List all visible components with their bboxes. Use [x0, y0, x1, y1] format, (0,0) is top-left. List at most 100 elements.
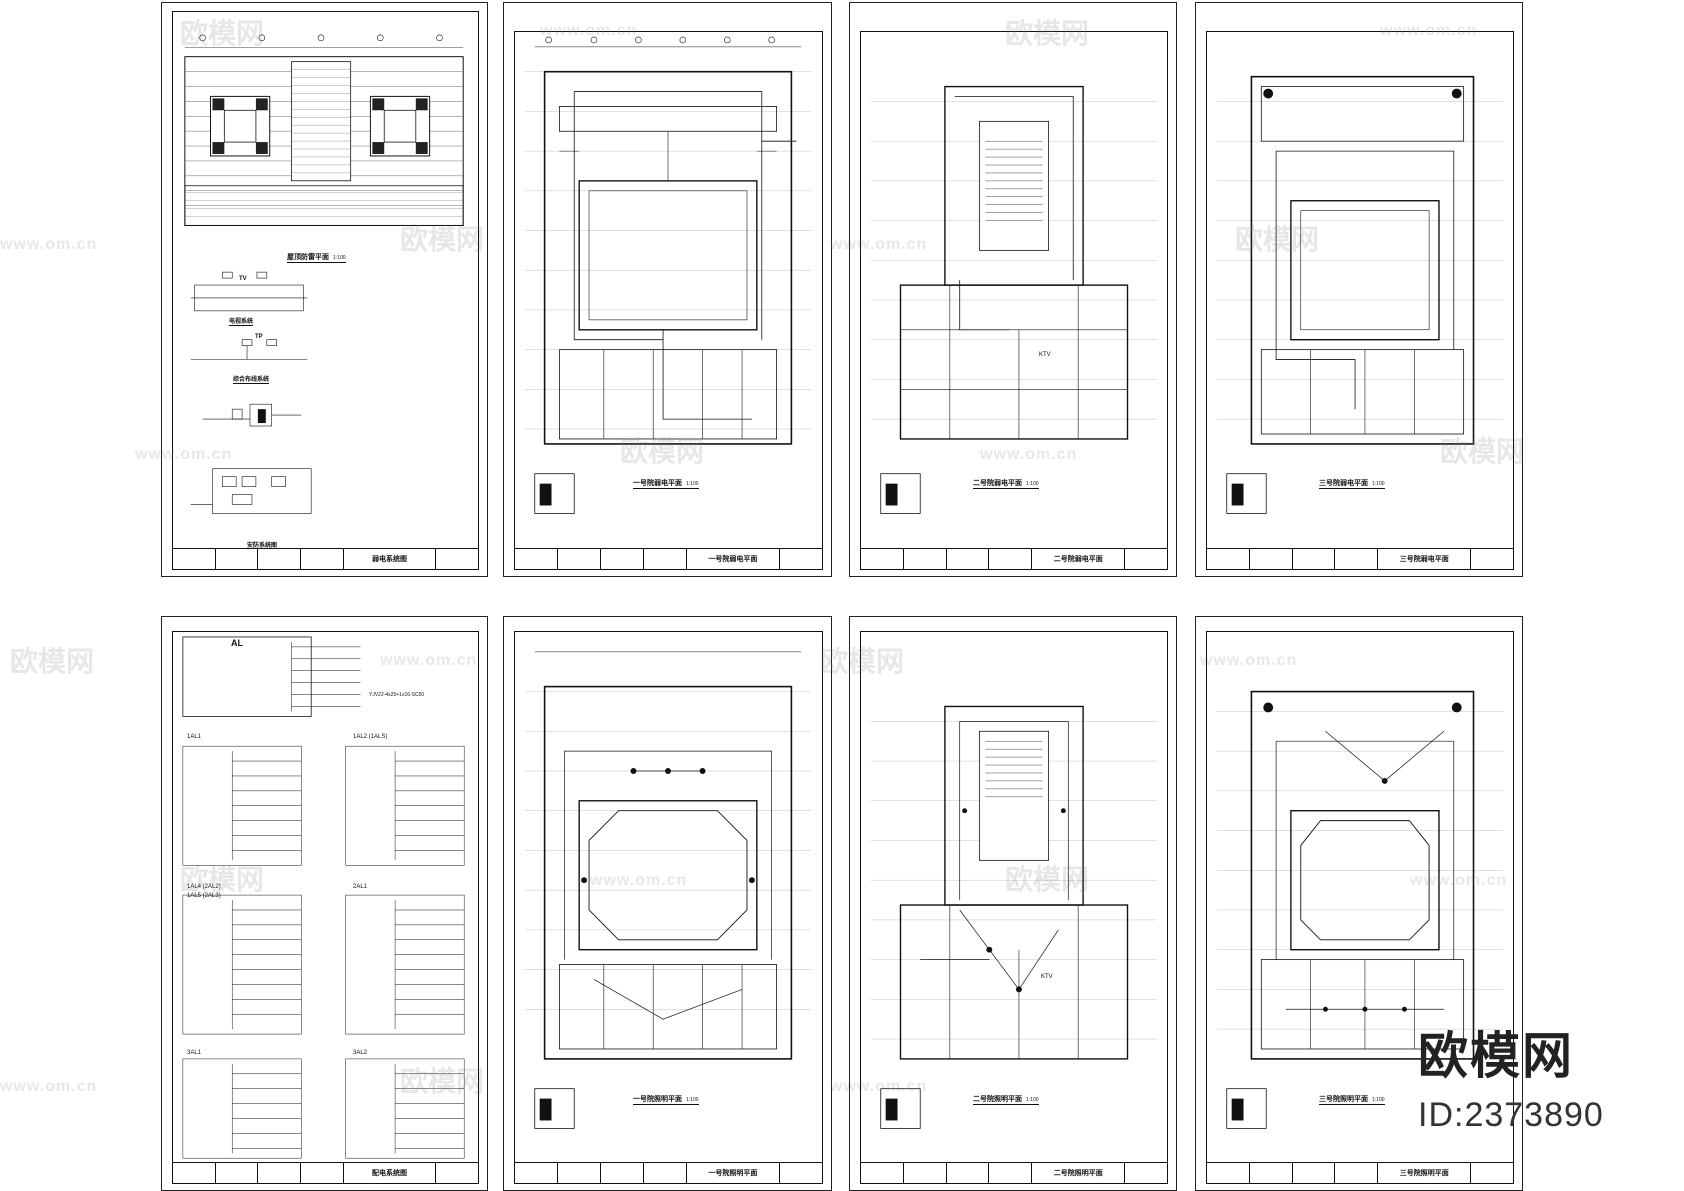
tb-cell — [1334, 549, 1377, 569]
tb-cell — [1248, 1163, 1292, 1183]
sheet-2-lighting: KTV 二号院照明平面 1:100 二号院照明平面 — [849, 616, 1177, 1191]
tb-cell — [1291, 1163, 1335, 1183]
tb-cell — [945, 1163, 989, 1183]
plan-title-text: 二号院弱电平面 — [973, 480, 1022, 487]
tb-cell — [902, 1163, 946, 1183]
tb-cell — [988, 549, 1031, 569]
tb-cell — [435, 549, 478, 569]
sheet-frame: AL YJV22-4x25+1x16-SC50 1AL1 1AL2 (1ALS)… — [172, 631, 479, 1184]
tb-cell — [1207, 549, 1249, 569]
tb-cell — [257, 549, 300, 569]
title-block-title: 配电系统图 — [342, 1163, 436, 1183]
title-block-title: 弱电系统图 — [342, 549, 436, 569]
title-block: 二号院弱电平面 — [861, 548, 1167, 569]
tb-cell — [988, 1163, 1031, 1183]
title-block-title: 二号院弱电平面 — [1031, 549, 1124, 569]
room-label: KTV — [1041, 974, 1053, 980]
watermark-url: www.om.cn — [0, 1078, 98, 1095]
title-block: 一号院弱电平面 — [515, 548, 822, 569]
tb-cell — [435, 1163, 478, 1183]
panel-al-label: AL — [231, 638, 243, 648]
title-block: 三号院照明平面 — [1207, 1162, 1513, 1183]
floor-plan-drawing — [870, 705, 1158, 1129]
floor-plan-drawing — [1216, 75, 1504, 514]
tb-cell — [945, 549, 989, 569]
tb-cell — [1291, 549, 1335, 569]
title-block: 二号院照明平面 — [861, 1162, 1167, 1183]
panel-1al2-label: 1AL2 (1ALS) — [353, 734, 388, 740]
tb-cell — [1334, 1163, 1377, 1183]
plan-scale: 1:100 — [1026, 1097, 1039, 1103]
tb-cell — [642, 1163, 686, 1183]
tb-cell — [173, 549, 215, 569]
tb-cell — [779, 1163, 822, 1183]
roof-plan-drawing — [184, 34, 464, 514]
tb-cell — [214, 1163, 258, 1183]
tb-cell — [861, 1163, 903, 1183]
panel-3al2-label: 3AL2 — [353, 1050, 368, 1056]
tb-cell — [556, 549, 600, 569]
tb-cell — [173, 1163, 215, 1183]
tb-cell — [1207, 1163, 1249, 1183]
plan-scale: 1:100 — [686, 1097, 699, 1103]
sheet-1-lighting: 一号院照明平面 1:100 一号院照明平面 — [503, 616, 832, 1191]
title-block-title: 三号院照明平面 — [1377, 1163, 1470, 1183]
title-block-title: 三号院弱电平面 — [1377, 549, 1470, 569]
plan-title-text: 三号院照明平面 — [1319, 1096, 1368, 1103]
plan-title-text: 三号院弱电平面 — [1319, 480, 1368, 487]
tp-label: TP — [255, 334, 263, 340]
tb-cell — [1470, 1163, 1513, 1183]
tv-label: TV — [239, 276, 247, 282]
tb-cell — [599, 549, 643, 569]
plan-scale: 1:100 — [333, 255, 346, 261]
tb-cell — [214, 549, 258, 569]
floor-plan-drawing — [524, 651, 812, 1129]
plan-scale: 1:100 — [686, 481, 699, 487]
title-block-title: 一号院弱电平面 — [685, 549, 779, 569]
tb-cell — [861, 549, 903, 569]
floor-plan-drawing — [870, 85, 1158, 514]
plan-title: 一号院弱电平面 1:100 — [633, 478, 699, 489]
title-block-title: 一号院照明平面 — [685, 1163, 779, 1183]
brand-logo: 欧模网 — [1418, 1028, 1574, 1084]
tb-cell — [515, 1163, 557, 1183]
tb-cell — [902, 549, 946, 569]
distribution-diagram — [182, 636, 465, 1159]
tb-cell — [257, 1163, 300, 1183]
tb-cell — [599, 1163, 643, 1183]
sheet-frame: 一号院照明平面 1:100 一号院照明平面 — [514, 631, 823, 1184]
tb-cell — [1124, 549, 1167, 569]
panel-1al5-label: 1AL5 (2AL3) — [187, 893, 221, 899]
plan-title: 一号院照明平面 1:100 — [633, 1094, 699, 1105]
tb-cell — [1470, 549, 1513, 569]
panel-1al1-label: 1AL1 — [187, 734, 202, 740]
tb-cell — [556, 1163, 600, 1183]
tb-cell — [1124, 1163, 1167, 1183]
plan-title-text: 二号院照明平面 — [973, 1096, 1022, 1103]
floor-plan-drawing — [524, 36, 812, 514]
plan-title-text: 一号院照明平面 — [633, 1096, 682, 1103]
sheet-1-weak-current: 一号院弱电平面 1:100 一号院弱电平面 — [503, 2, 832, 577]
panel-3al1-label: 3AL1 — [187, 1050, 202, 1056]
plan-title: 屋顶防雷平面 1:100 — [287, 252, 346, 263]
tb-cell — [300, 549, 343, 569]
plan-title: 二号院照明平面 1:100 — [973, 1094, 1039, 1105]
plan-title-text: 一号院弱电平面 — [633, 480, 682, 487]
room-label: KTV — [1039, 352, 1051, 358]
plan-title-text: 屋顶防雷平面 — [287, 254, 329, 261]
sheet-frame: KTV 二号院照明平面 1:100 二号院照明平面 — [860, 631, 1168, 1184]
watermark-url: www.om.cn — [0, 236, 98, 253]
sheet-frame: 一号院弱电平面 1:100 一号院弱电平面 — [514, 31, 823, 570]
tb-cell — [515, 549, 557, 569]
